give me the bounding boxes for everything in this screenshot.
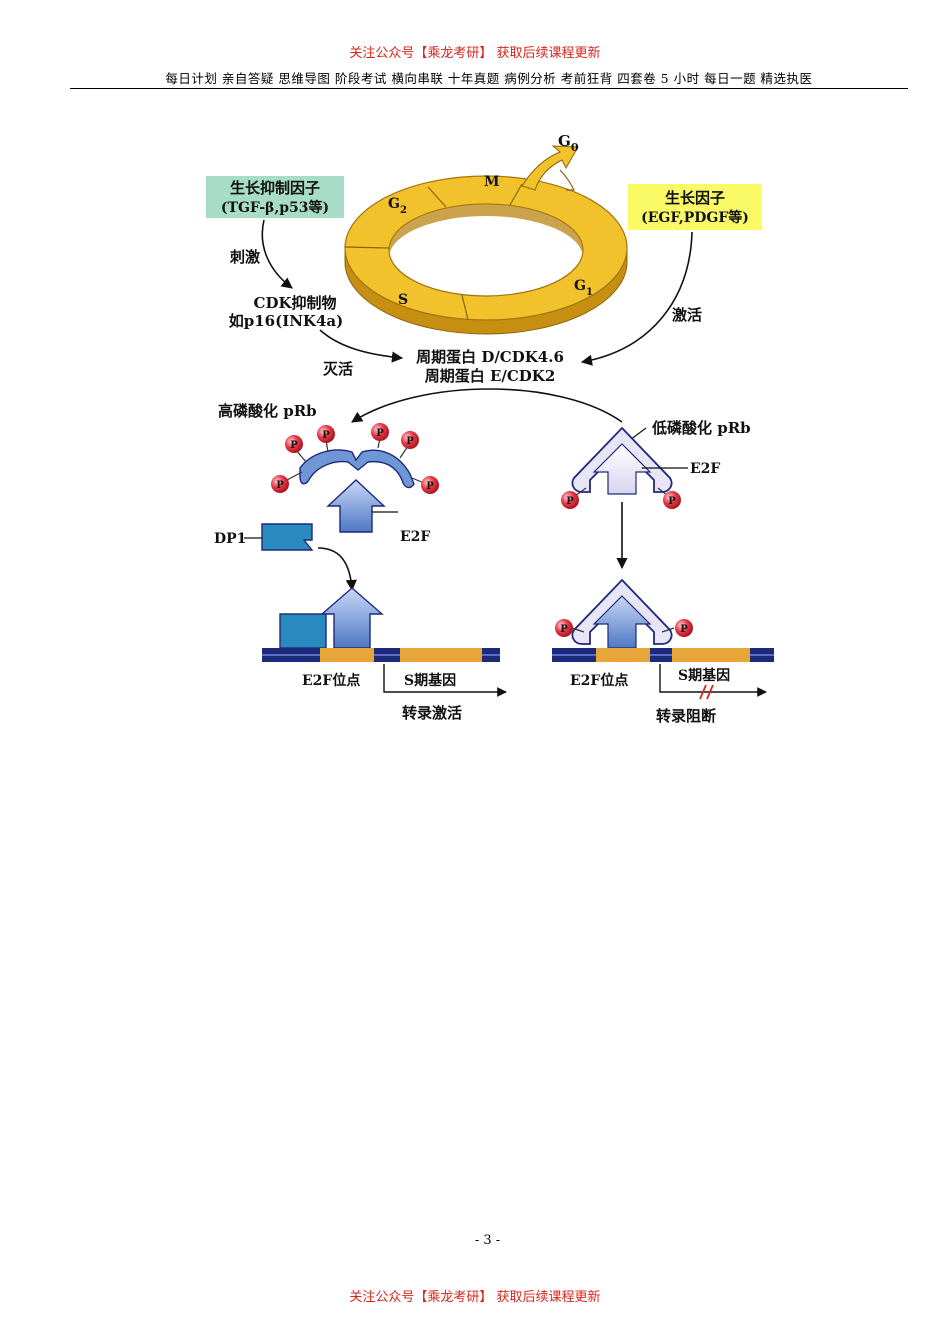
growth-inhibitor-title: 生长抑制因子: [230, 179, 320, 197]
phosphate-hypo-1: [561, 491, 579, 509]
inactivate-arrow: [319, 329, 404, 363]
phosphate-5: [401, 431, 419, 449]
growth-inhibitor-examples: (TGF-β,p53等): [221, 199, 329, 216]
cell-cycle-ring: [344, 145, 628, 335]
stimulate-arrow: [261, 219, 293, 289]
phosphate-hypo-3: [555, 619, 573, 637]
phase-g2-label: G2: [388, 196, 407, 216]
e2f-free-left: [326, 479, 386, 533]
header-rule: [70, 88, 908, 89]
svg-text:P: P: [566, 496, 574, 507]
phosphate-hypo-4: [675, 619, 693, 637]
e2f-label-right: E2F: [690, 461, 720, 477]
transcription-arrow-left: [383, 664, 507, 697]
phase-m-label: M: [484, 174, 500, 190]
phase-g0-label: G0: [558, 132, 579, 154]
transcription-arrow-right: [659, 664, 767, 697]
binding-arrow-left: [317, 547, 357, 592]
svg-text:P: P: [668, 496, 676, 507]
svg-text:P: P: [322, 430, 330, 441]
growth-factor-examples: (EGF,PDGF等): [641, 209, 749, 226]
svg-text:P: P: [290, 440, 298, 451]
header-promo: 关注公众号【乘龙考研】 获取后续课程更新: [349, 46, 601, 61]
phosphate-3: [317, 425, 335, 443]
header-services: 每日计划 亲自答疑 思维导图 阶段考试 横向串联 十年真题 病例分析 考前狂背 …: [165, 71, 813, 86]
dp1-bound: [279, 613, 327, 649]
phase-g1-label: G1: [574, 278, 593, 298]
hyper-prb-protein: [299, 449, 415, 489]
footer-promo: 关注公众号【乘龙考研】 获取后续课程更新: [349, 1290, 601, 1305]
phosphate-2: [285, 435, 303, 453]
cyclin-e-cdk2: 周期蛋白 E/CDK2: [425, 367, 556, 385]
dna-right: [552, 648, 774, 662]
cyclin-d-cdk46: 周期蛋白 D/CDK4.6: [416, 348, 564, 366]
s-phase-gene-label-left: S期基因: [404, 672, 456, 689]
phosphate-4: [371, 423, 389, 441]
growth-inhibitor-box: [206, 176, 344, 218]
e2f-label-left: E2F: [400, 529, 430, 545]
e2f-bound-left: [320, 587, 384, 649]
transcription-block-mark: [699, 684, 714, 700]
growth-factor-box: [628, 184, 762, 230]
phase-s-label: S: [398, 292, 408, 308]
svg-text:P: P: [426, 481, 434, 492]
page-number: - 3 -: [474, 1233, 501, 1248]
phosphate-6: [421, 476, 439, 494]
inactivate-label: 灭活: [322, 360, 353, 378]
hyper-prb-title: 高磷酸化 pRb: [218, 402, 317, 420]
hypo-prb-complex-bound: P P: [555, 578, 693, 649]
dp1-label: DP1: [214, 531, 246, 547]
hyper-prb-p-labels: P P P P P P: [271, 423, 439, 494]
dp1-protein: [261, 523, 314, 551]
transcription-activated-label: 转录激活: [402, 704, 462, 722]
svg-text:P: P: [406, 436, 414, 447]
e2f-site-label-left: E2F位点: [302, 672, 360, 689]
hypo-prb-title: 低磷酸化 pRb: [651, 419, 751, 437]
svg-text:P: P: [560, 624, 568, 635]
s-phase-gene-label-right: S期基因: [678, 667, 730, 684]
cell-cycle-diagram: G0 M G2 S G1 生长抑制因子 (TGF-β,p53等) 生长因子 (E…: [206, 132, 774, 725]
transcription-blocked-label: 转录阻断: [656, 707, 716, 725]
svg-text:P: P: [376, 428, 384, 439]
phosphate-1: [271, 475, 289, 493]
phosphorylation-arrow: [351, 388, 623, 423]
phosphate-hypo-2: [663, 491, 681, 509]
activate-label: 激活: [672, 306, 702, 324]
cdk-inhibitor-name: CDK抑制物: [254, 294, 337, 312]
cdk-inhibitor-example: 如p16(INK4a): [229, 312, 343, 330]
dna-left: [262, 648, 500, 662]
stimulate-label: 刺激: [230, 248, 261, 266]
hypo-prb-complex-top: P P: [561, 426, 681, 509]
svg-text:P: P: [680, 624, 688, 635]
growth-factor-title: 生长因子: [665, 189, 725, 207]
e2f-site-label-right: E2F位点: [570, 672, 628, 689]
svg-text:P: P: [276, 480, 284, 491]
activate-arrow: [580, 231, 693, 366]
